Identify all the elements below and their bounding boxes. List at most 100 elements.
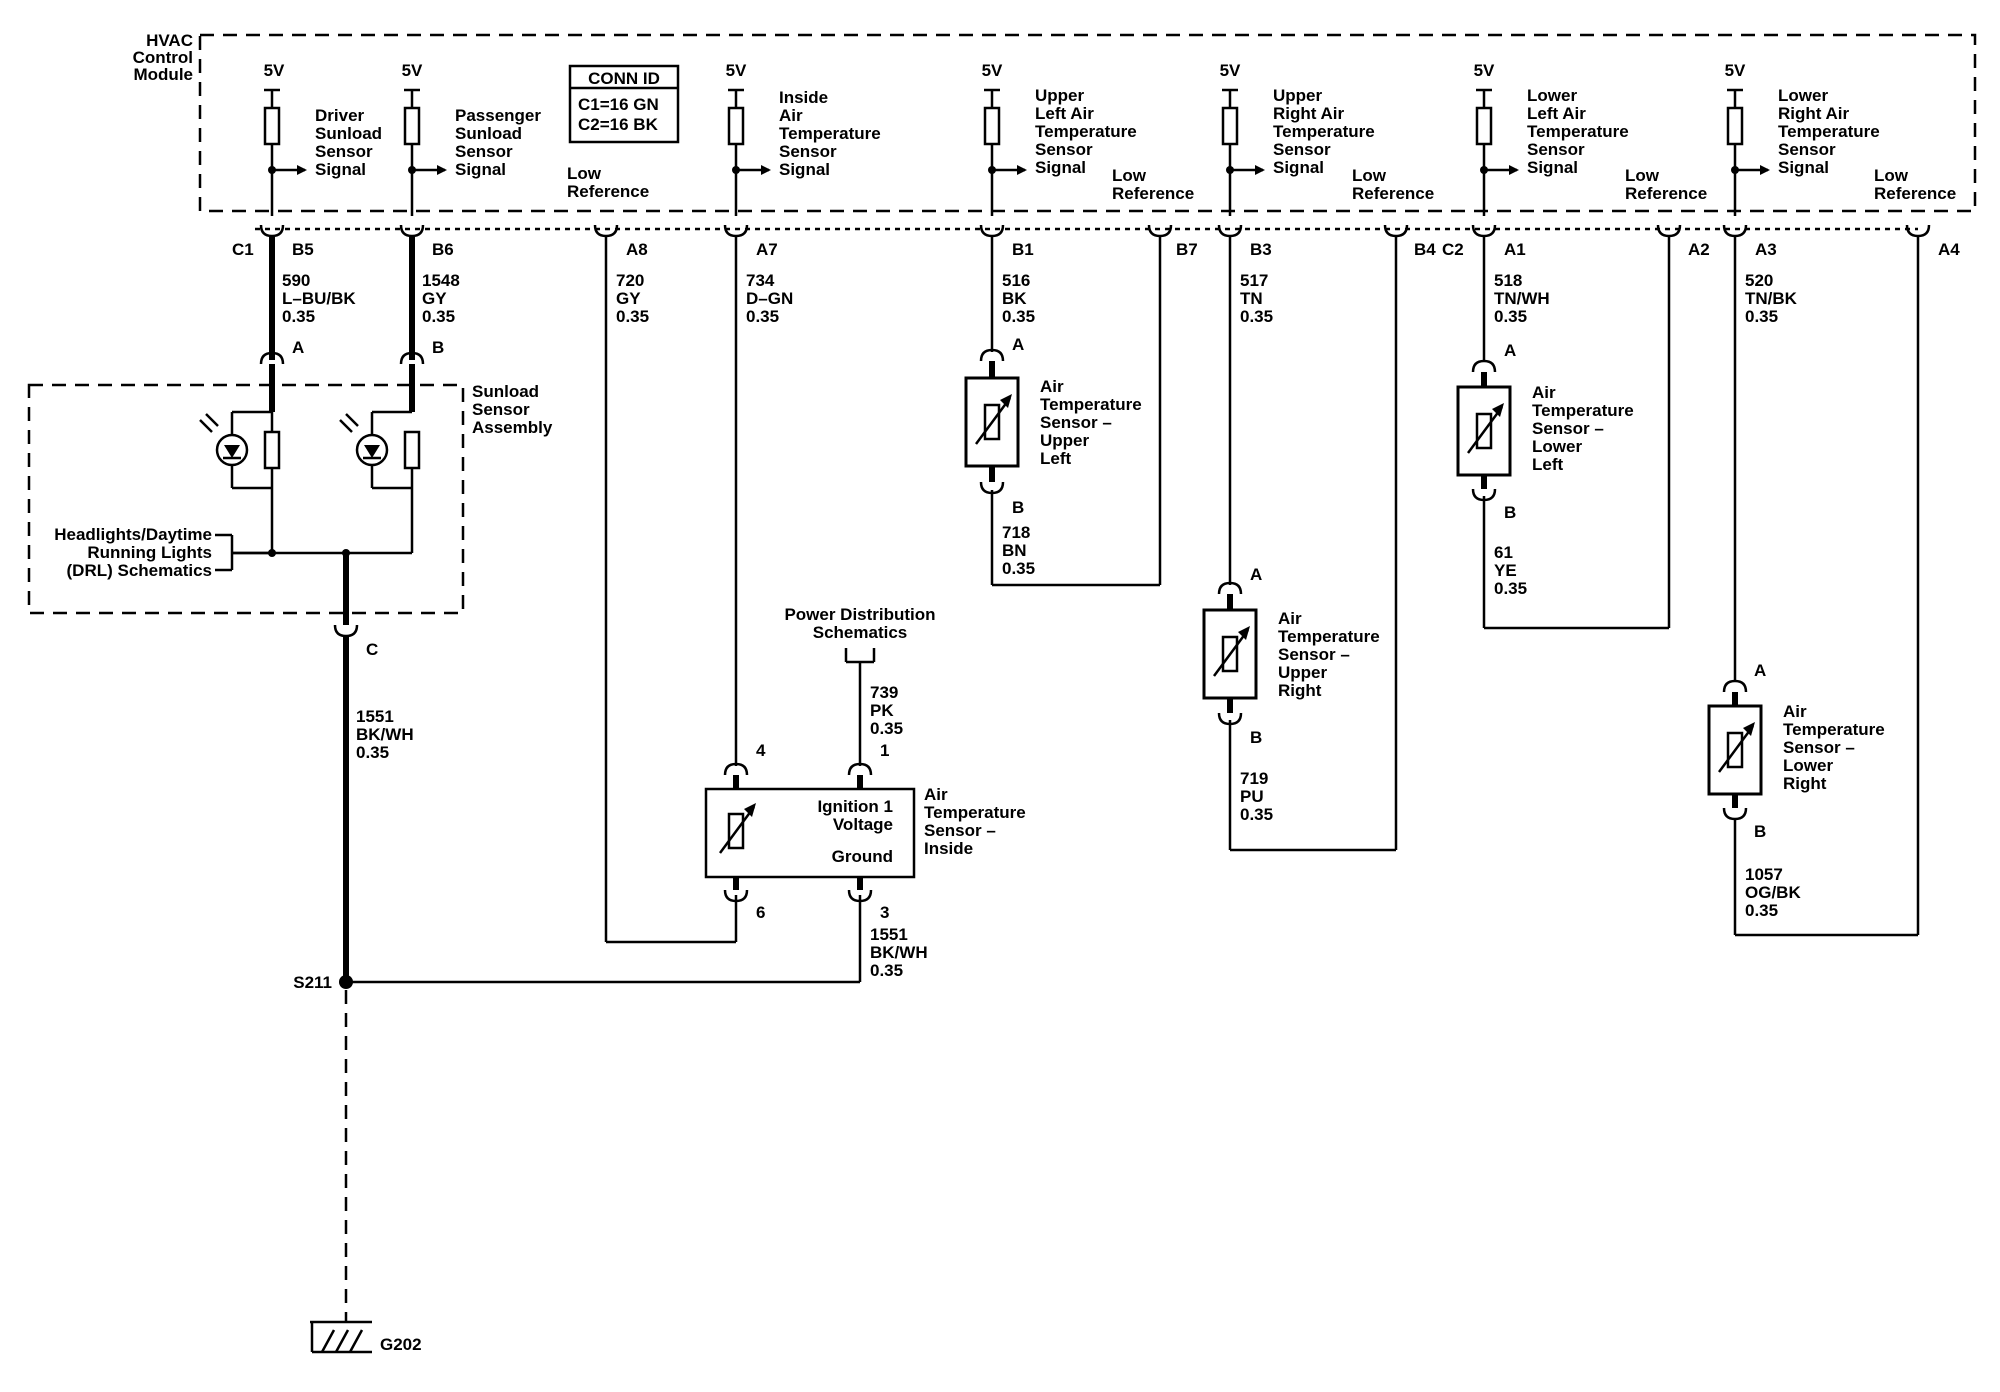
svg-text:Ignition 1: Ignition 1 — [817, 797, 893, 816]
svg-text:Right: Right — [1278, 681, 1322, 700]
svg-text:Right Air: Right Air — [1778, 104, 1850, 123]
svg-text:0.35: 0.35 — [616, 307, 649, 326]
svg-text:Temperature: Temperature — [1532, 401, 1634, 420]
svg-text:518: 518 — [1494, 271, 1522, 290]
svg-text:G202: G202 — [380, 1335, 422, 1354]
supply-resistors: 5V 5V 5V 5V 5V 5V 5V — [264, 61, 1770, 216]
svg-text:B: B — [432, 338, 444, 357]
conn-id-c1: C1=16 GN — [578, 95, 659, 114]
svg-text:Sunload: Sunload — [455, 124, 522, 143]
svg-text:0.35: 0.35 — [1240, 307, 1273, 326]
svg-text:5V: 5V — [1220, 61, 1241, 80]
svg-text:Lower: Lower — [1527, 86, 1577, 105]
svg-text:Sunload: Sunload — [315, 124, 382, 143]
svg-text:A: A — [1754, 661, 1766, 680]
svg-text:Ground: Ground — [832, 847, 893, 866]
svg-text:Temperature: Temperature — [1778, 122, 1880, 141]
svg-text:B4: B4 — [1414, 240, 1436, 259]
svg-text:739: 739 — [870, 683, 898, 702]
svg-text:516: 516 — [1002, 271, 1030, 290]
svg-text:A: A — [1504, 341, 1516, 360]
svg-text:A2: A2 — [1688, 240, 1710, 259]
svg-text:Sensor: Sensor — [1778, 140, 1836, 159]
wires — [269, 236, 1920, 984]
svg-text:Sensor: Sensor — [472, 400, 530, 419]
svg-text:OG/BK: OG/BK — [1745, 883, 1801, 902]
svg-text:C: C — [366, 640, 378, 659]
svg-text:Temperature: Temperature — [1783, 720, 1885, 739]
svg-text:Air: Air — [924, 785, 948, 804]
svg-text:Sensor: Sensor — [779, 142, 837, 161]
svg-text:Low: Low — [1625, 166, 1660, 185]
svg-text:5V: 5V — [1474, 61, 1495, 80]
svg-text:5V: 5V — [264, 61, 285, 80]
svg-text:718: 718 — [1002, 523, 1030, 542]
svg-text:Left: Left — [1040, 449, 1072, 468]
svg-text:B: B — [1012, 498, 1024, 517]
svg-text:Inside: Inside — [924, 839, 973, 858]
svg-text:Schematics: Schematics — [813, 623, 908, 642]
svg-text:Air: Air — [1278, 609, 1302, 628]
svg-text:61: 61 — [1494, 543, 1513, 562]
svg-text:0.35: 0.35 — [1240, 805, 1273, 824]
svg-text:1057: 1057 — [1745, 865, 1783, 884]
module-label-line3: Module — [134, 65, 194, 84]
svg-text:YE: YE — [1494, 561, 1517, 580]
svg-text:BK: BK — [1002, 289, 1027, 308]
svg-text:4: 4 — [756, 741, 766, 760]
svg-text:Signal: Signal — [1778, 158, 1829, 177]
svg-text:0.35: 0.35 — [282, 307, 315, 326]
svg-text:5V: 5V — [402, 61, 423, 80]
svg-text:0.35: 0.35 — [1002, 559, 1035, 578]
svg-text:BK/WH: BK/WH — [870, 943, 928, 962]
module-connector-pins — [259, 224, 1931, 238]
svg-text:Signal: Signal — [779, 160, 830, 179]
svg-text:Sensor –: Sensor – — [1532, 419, 1604, 438]
conn-id-box: CONN ID C1=16 GN C2=16 BK — [568, 64, 680, 144]
svg-text:Sensor –: Sensor – — [924, 821, 996, 840]
svg-text:A: A — [1012, 335, 1024, 354]
pin-labels: B5 B6 A8 A7 B1 B7 B3 B4 A1 A2 A3 A4 — [292, 240, 1960, 259]
svg-text:Signal: Signal — [1527, 158, 1578, 177]
svg-text:1551: 1551 — [870, 925, 908, 944]
svg-text:Running Lights: Running Lights — [87, 543, 212, 562]
svg-text:Low: Low — [1352, 166, 1387, 185]
svg-text:Temperature: Temperature — [779, 124, 881, 143]
svg-text:Sensor: Sensor — [1035, 140, 1093, 159]
svg-text:B: B — [1504, 503, 1516, 522]
svg-text:Left: Left — [1532, 455, 1564, 474]
svg-text:B3: B3 — [1250, 240, 1272, 259]
svg-text:1551: 1551 — [356, 707, 394, 726]
svg-text:Air: Air — [1532, 383, 1556, 402]
svg-text:Temperature: Temperature — [924, 803, 1026, 822]
svg-text:0.35: 0.35 — [356, 743, 389, 762]
svg-text:5V: 5V — [982, 61, 1003, 80]
svg-text:Passenger: Passenger — [455, 106, 541, 125]
svg-text:Temperature: Temperature — [1273, 122, 1375, 141]
svg-text:GY: GY — [422, 289, 447, 308]
svg-text:Lower: Lower — [1778, 86, 1828, 105]
svg-text:Voltage: Voltage — [833, 815, 893, 834]
svg-text:Signal: Signal — [455, 160, 506, 179]
connector-c1-label: C1 — [232, 240, 254, 259]
svg-text:Sensor: Sensor — [1527, 140, 1585, 159]
svg-text:B5: B5 — [292, 240, 314, 259]
svg-text:Low: Low — [1874, 166, 1909, 185]
svg-text:GY: GY — [616, 289, 641, 308]
svg-text:Driver: Driver — [315, 106, 365, 125]
svg-text:0.35: 0.35 — [870, 961, 903, 980]
svg-text:Power Distribution: Power Distribution — [784, 605, 935, 624]
svg-text:Reference: Reference — [567, 182, 649, 201]
module-label-line1: HVAC — [146, 31, 193, 50]
conn-id-title: CONN ID — [588, 69, 660, 88]
hvac-module-boundary — [198, 33, 1977, 213]
svg-text:Sunload: Sunload — [472, 382, 539, 401]
svg-text:520: 520 — [1745, 271, 1773, 290]
svg-text:Signal: Signal — [315, 160, 366, 179]
